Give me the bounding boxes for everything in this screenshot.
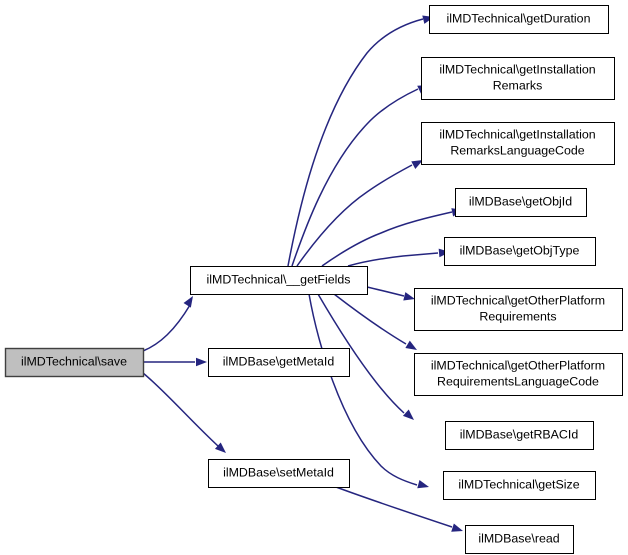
arrowhead-icon	[411, 160, 423, 169]
graph-node-read[interactable]: ilMDBase\read	[465, 525, 574, 554]
graph-node-getrbacid[interactable]: ilMDBase\getRBACId	[445, 421, 594, 450]
arrowhead-icon	[451, 523, 463, 532]
edge-line	[142, 304, 191, 352]
node-box[interactable]	[414, 353, 623, 396]
node-label: Remarks	[493, 78, 543, 92]
node-box[interactable]	[414, 288, 623, 331]
arrowhead-icon	[405, 340, 417, 350]
edge-getfields-to-getobjtype	[347, 248, 450, 267]
edge-line	[366, 286, 405, 297]
edge-getfields-to-getinstallationremarkslanguagecode	[296, 160, 423, 267]
graph-node-setmetaid[interactable]: ilMDBase\setMetaId	[208, 459, 350, 488]
graph-node-getduration[interactable]: ilMDTechnical\getDuration	[429, 5, 609, 34]
edge-getfields-to-getduration	[287, 15, 434, 267]
edge-getfields-to-getotherplatformrequirements	[366, 286, 415, 301]
node-box[interactable]	[455, 188, 587, 217]
node-box[interactable]	[429, 5, 609, 34]
node-box[interactable]	[444, 237, 596, 266]
node-label: Requirements	[479, 309, 556, 323]
node-label: ilMDTechnical\getOtherPlatform	[431, 293, 605, 307]
graph-node-getfields[interactable]: ilMDTechnical\__getFields	[190, 266, 368, 295]
node-label: ilMDTechnical\getInstallation	[439, 127, 595, 141]
node-box[interactable]	[465, 525, 574, 554]
edge-line	[321, 211, 453, 267]
edge-line	[308, 293, 418, 486]
edge-save-to-getfields	[142, 296, 193, 352]
graph-node-getobjtype[interactable]: ilMDBase\getObjType	[444, 237, 596, 266]
edge-setmetaid-to-read	[335, 486, 463, 532]
arrowhead-icon	[183, 296, 193, 308]
edge-getfields-to-getotherplatformrequirementslanguagecode	[333, 293, 417, 350]
edge-line	[333, 293, 407, 345]
node-label: ilMDBase\getRBACId	[460, 427, 579, 441]
edge-line	[335, 486, 453, 528]
arrowhead-icon	[196, 357, 207, 367]
edge-line	[287, 18, 424, 267]
node-box[interactable]	[421, 57, 615, 100]
graph-node-getotherplatformrequirements[interactable]: ilMDTechnical\getOtherPlatformRequiremen…	[414, 288, 623, 331]
node-box[interactable]	[208, 459, 350, 488]
nodes-layer: ilMDTechnical\save ilMDTechnical\__getFie…	[4, 5, 623, 554]
edge-getfields-to-getsize	[308, 293, 429, 489]
node-box[interactable]	[443, 471, 596, 500]
edge-line	[142, 372, 219, 447]
node-label: ilMDTechnical\getDuration	[447, 11, 591, 25]
node-label: ilMDBase\getMetaId	[223, 354, 335, 368]
node-label: ilMDTechnical\getOtherPlatform	[431, 358, 605, 372]
edge-save-to-getmetaid	[142, 357, 207, 367]
node-box[interactable]	[190, 266, 368, 295]
arrowhead-icon	[417, 479, 429, 489]
node-label: ilMDBase\read	[478, 531, 559, 545]
node-label: ilMDBase\setMetaId	[223, 465, 334, 479]
node-box[interactable]	[445, 421, 594, 450]
edge-save-to-setmetaid	[142, 372, 226, 453]
edge-line	[296, 164, 413, 267]
node-box-root[interactable]	[4, 347, 145, 378]
node-label: ilMDBase\getObjId	[469, 194, 572, 208]
graph-node-save[interactable]: ilMDTechnical\save	[4, 347, 145, 378]
edge-getfields-to-getrbacid	[317, 293, 414, 420]
arrowhead-icon	[402, 409, 414, 420]
graph-node-getinstallationremarkslanguagecode[interactable]: ilMDTechnical\getInstallationRemarksLang…	[421, 122, 615, 165]
edge-line	[291, 88, 419, 267]
graph-node-getmetaid[interactable]: ilMDBase\getMetaId	[208, 348, 350, 377]
graph-node-getsize[interactable]: ilMDTechnical\getSize	[443, 471, 596, 500]
graph-node-getobjid[interactable]: ilMDBase\getObjId	[455, 188, 587, 217]
edge-line	[317, 293, 405, 414]
node-label: ilMDTechnical\getSize	[458, 477, 579, 491]
edge-line	[347, 252, 439, 267]
node-label: RemarksLanguageCode	[450, 143, 584, 157]
arrowhead-icon	[214, 442, 226, 453]
arrowhead-icon	[403, 292, 415, 301]
node-label: RequirementsLanguageCode	[437, 374, 599, 388]
node-box[interactable]	[421, 122, 615, 165]
node-label: ilMDTechnical\save	[21, 354, 127, 368]
node-box[interactable]	[208, 348, 350, 377]
edge-getfields-to-getinstallationremarks	[291, 85, 429, 267]
node-label: ilMDTechnical\getInstallation	[439, 62, 595, 76]
graph-node-getotherplatformrequirementslanguagecode[interactable]: ilMDTechnical\getOtherPlatformRequiremen…	[414, 353, 623, 396]
node-label: ilMDBase\getObjType	[460, 243, 580, 257]
node-label: ilMDTechnical\__getFields	[207, 272, 351, 286]
